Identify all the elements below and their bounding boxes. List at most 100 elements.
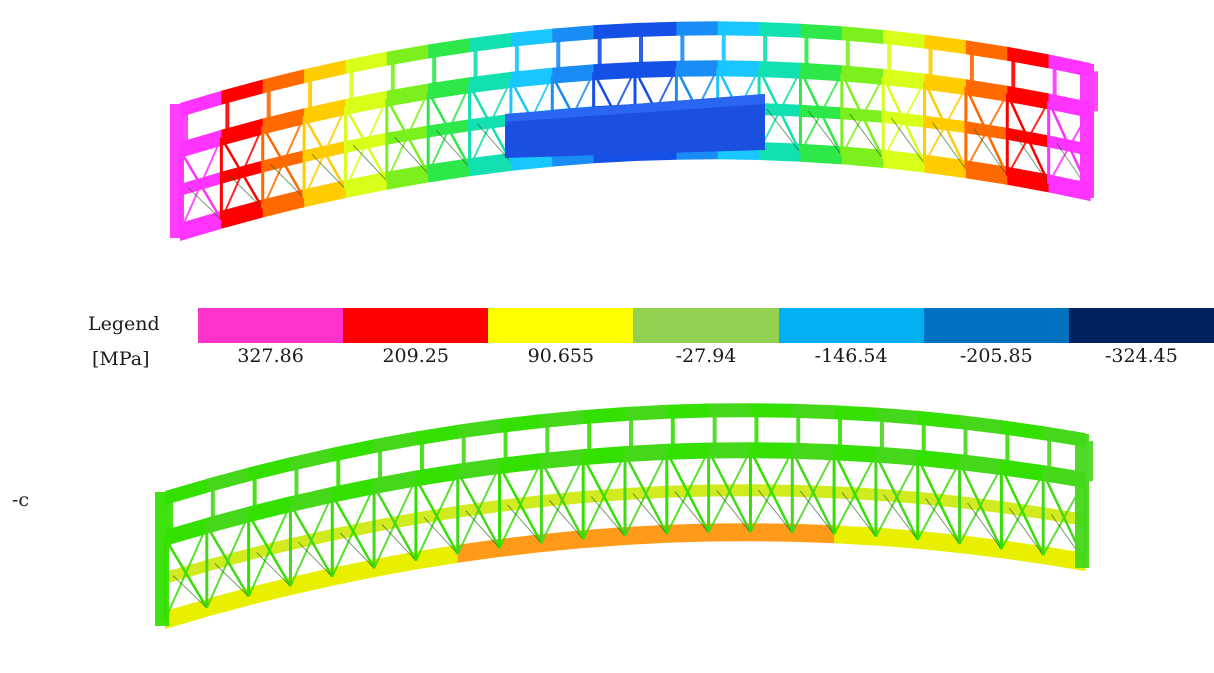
chord-segment — [206, 467, 250, 493]
truss-diagonal-outline — [799, 490, 835, 535]
truss-diagonal-outline — [841, 492, 877, 537]
chord-segment — [834, 405, 877, 422]
chord-segment — [625, 443, 668, 462]
truss-diagonal-outline — [229, 175, 264, 209]
chord-segment — [759, 61, 802, 79]
chord-segment — [457, 457, 501, 480]
chord-segment — [510, 28, 553, 47]
chord-segment — [165, 478, 208, 505]
chord-segment — [1001, 540, 1044, 565]
legend-swatch — [1068, 308, 1214, 343]
chord-segment — [304, 59, 347, 84]
chord-segment — [841, 65, 884, 85]
chord-segment — [345, 90, 388, 115]
truss-diagonal — [1000, 472, 1045, 550]
truss-diagonal-outline — [925, 498, 960, 545]
chord-segment — [750, 403, 793, 418]
legend-value: -27.94 — [675, 345, 737, 367]
truss-diagonal-outline — [187, 187, 222, 221]
legend-swatch — [343, 308, 489, 343]
chord-segment — [750, 523, 793, 542]
legend-swatch — [198, 308, 344, 343]
chord-segment — [965, 160, 1008, 185]
legend-value: 90.655 — [527, 345, 595, 367]
chord-segment — [1001, 459, 1044, 482]
end-frame — [1080, 64, 1094, 198]
chord-segment — [499, 414, 542, 433]
chord-segment — [883, 149, 926, 173]
chord-segment — [875, 407, 919, 425]
chord-segment — [415, 544, 459, 570]
stress-contour-model-bottom — [0, 398, 1214, 673]
chord-segment — [469, 152, 512, 177]
end-frame — [155, 492, 169, 626]
chord-segment — [883, 68, 926, 90]
chord-segment — [924, 154, 967, 179]
chord-segment — [541, 530, 584, 553]
chord-segment — [206, 587, 250, 617]
legend-swatch — [923, 308, 1069, 343]
chord-segment — [165, 598, 208, 629]
truss-diagonal — [1006, 100, 1050, 177]
chord-segment — [666, 403, 710, 419]
truss-diagonal-outline — [214, 563, 249, 597]
chord-segment — [248, 496, 292, 523]
chord-segment — [304, 98, 347, 125]
chord-segment — [552, 25, 595, 43]
truss-diagonal — [261, 115, 306, 209]
truss-diagonal — [624, 451, 668, 537]
chord-segment — [290, 567, 333, 596]
truss-diagonal-outline — [172, 575, 208, 609]
chord-segment — [593, 23, 636, 40]
chord-segment — [374, 551, 417, 578]
truss-diagonal — [923, 86, 967, 165]
chord-segment — [1007, 85, 1050, 110]
truss-diagonal-outline — [632, 493, 668, 535]
truss-diagonal — [373, 478, 417, 569]
chord-segment — [883, 29, 926, 49]
chord-segment — [625, 404, 668, 421]
legend-value: 209.25 — [382, 345, 449, 367]
legend-values: 327.86 209.25 90.655 -27.94 -146.54 -205… — [198, 345, 1214, 367]
chord-segment — [708, 523, 752, 542]
truss-diagonal — [247, 503, 292, 597]
truss-diagonal — [665, 450, 710, 535]
chord-segment — [386, 83, 429, 107]
chord-segment — [676, 21, 719, 36]
chord-segment — [428, 158, 471, 183]
chord-segment — [469, 71, 512, 94]
chord-segment — [374, 431, 417, 454]
chord-segment — [304, 179, 347, 208]
chord-segment — [917, 410, 961, 430]
truss-diagonal-outline — [1014, 134, 1050, 184]
chord-segment — [834, 525, 877, 546]
legend-title: Legend — [88, 313, 160, 335]
chord-segment — [374, 470, 417, 495]
chord-segment — [332, 559, 375, 586]
chord-segment — [635, 60, 677, 78]
truss-diagonal — [220, 126, 264, 221]
truss-diagonal — [758, 70, 802, 152]
side-label: -c — [12, 489, 30, 511]
truss-diagonal-outline — [339, 532, 375, 569]
legend-unit: [MPa] — [92, 348, 150, 370]
chord-segment — [499, 453, 542, 474]
chord-segment — [666, 442, 710, 460]
truss-diagonal — [882, 81, 926, 160]
legend-value: -205.85 — [959, 345, 1033, 367]
chord-segment — [635, 21, 677, 37]
truss-diagonal-outline — [1008, 507, 1044, 556]
chord-segment — [541, 410, 584, 429]
chord-segment — [386, 164, 429, 190]
truss-diagonal — [965, 93, 1009, 170]
truss-diagonal — [164, 525, 208, 621]
truss-diagonal-outline — [808, 110, 843, 156]
chord-segment — [221, 199, 264, 229]
chord-segment — [800, 62, 843, 82]
truss-diagonal — [749, 450, 794, 533]
chord-segment — [625, 524, 668, 545]
truss-diagonal — [916, 461, 961, 541]
chord-segment — [924, 73, 967, 96]
chord-segment — [965, 79, 1008, 102]
chord-segment — [800, 23, 843, 41]
